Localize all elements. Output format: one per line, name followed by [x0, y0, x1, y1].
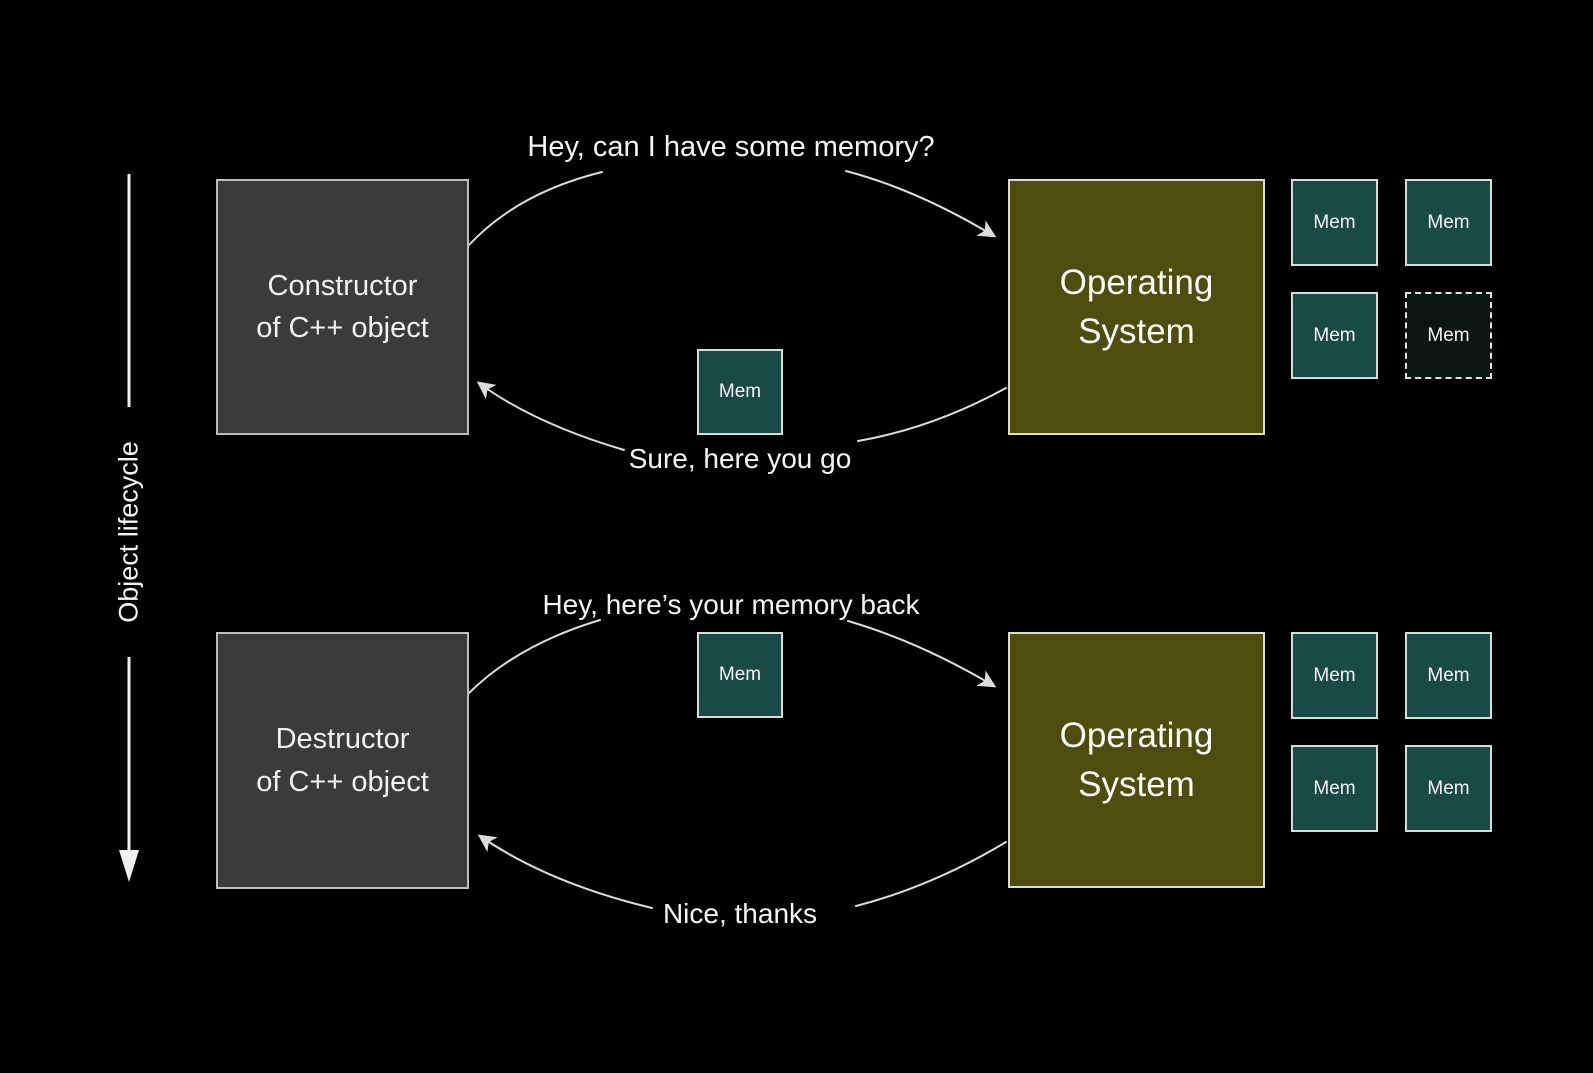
request-arrow-bottom-right-segment: [847, 620, 997, 688]
mem-chunk-label: Mem: [1427, 324, 1470, 346]
request-label-bottom: Hey, here’s your memory back: [542, 589, 920, 620]
mem-chunk-label: Mem: [1313, 324, 1356, 346]
request-label-top: Hey, can I have some memory?: [527, 131, 935, 163]
response-label-top: Sure, here you go: [628, 443, 852, 474]
request-arrow-top-right-segment: [845, 170, 997, 238]
object-lifecycle-label: Object lifecycle: [113, 441, 144, 623]
mem-chunk-top-r2c1: Mem: [1291, 292, 1378, 379]
mem-chunk-bottom-r2c2: Mem: [1405, 745, 1492, 832]
mem-chunk-top-r1c1: Mem: [1291, 179, 1378, 266]
mem-chunk-label: Mem: [718, 664, 762, 685]
operating-system-box-bottom: Operating System: [1008, 632, 1265, 888]
mem-chunk-transfer-bottom: Mem: [697, 632, 783, 718]
destructor-label-line1: Destructor: [275, 723, 410, 756]
constructor-box: Constructor of C++ object: [216, 179, 469, 435]
lifecycle-axis-arrowhead: [119, 850, 139, 882]
destructor-label-line2: of C++ object: [256, 765, 429, 798]
os-top-label-line1: Operating: [1059, 263, 1214, 302]
os-top-label-line2: System: [1078, 312, 1195, 351]
request-arrow-bottom-left-segment: [467, 619, 601, 695]
response-arrow-bottom-right-segment: [855, 841, 1007, 907]
response-arrow-top-right-segment: [857, 387, 1007, 442]
mem-chunk-label: Mem: [1313, 211, 1356, 233]
os-bottom-label-line1: Operating: [1059, 716, 1214, 755]
operating-system-box-top: Operating System: [1008, 179, 1265, 435]
mem-chunk-transfer-top: Mem: [697, 349, 783, 435]
mem-chunk-label: Mem: [1427, 777, 1470, 799]
constructor-label-line2: of C++ object: [256, 312, 429, 344]
mem-chunk-bottom-r1c2: Mem: [1405, 632, 1492, 719]
request-arrow-top-left-segment: [467, 171, 603, 247]
response-label-bottom: Nice, thanks: [662, 898, 818, 929]
mem-chunk-top-r1c2: Mem: [1405, 179, 1492, 266]
response-arrow-top-left-segment: [476, 381, 625, 451]
mem-chunk-label: Mem: [1427, 664, 1470, 686]
mem-chunk-label: Mem: [1427, 211, 1470, 233]
mem-chunk-label: Mem: [718, 381, 762, 402]
mem-chunk-label: Mem: [1313, 664, 1356, 686]
os-bottom-label-line2: System: [1078, 765, 1195, 804]
destructor-box: Destructor of C++ object: [216, 632, 469, 889]
mem-chunk-label: Mem: [1313, 777, 1356, 799]
mem-chunk-bottom-r1c1: Mem: [1291, 632, 1378, 719]
mem-chunk-bottom-r2c1: Mem: [1291, 745, 1378, 832]
constructor-label-line1: Constructor: [267, 269, 418, 302]
mem-chunk-top-r2c2-ghost: Mem: [1405, 292, 1492, 379]
